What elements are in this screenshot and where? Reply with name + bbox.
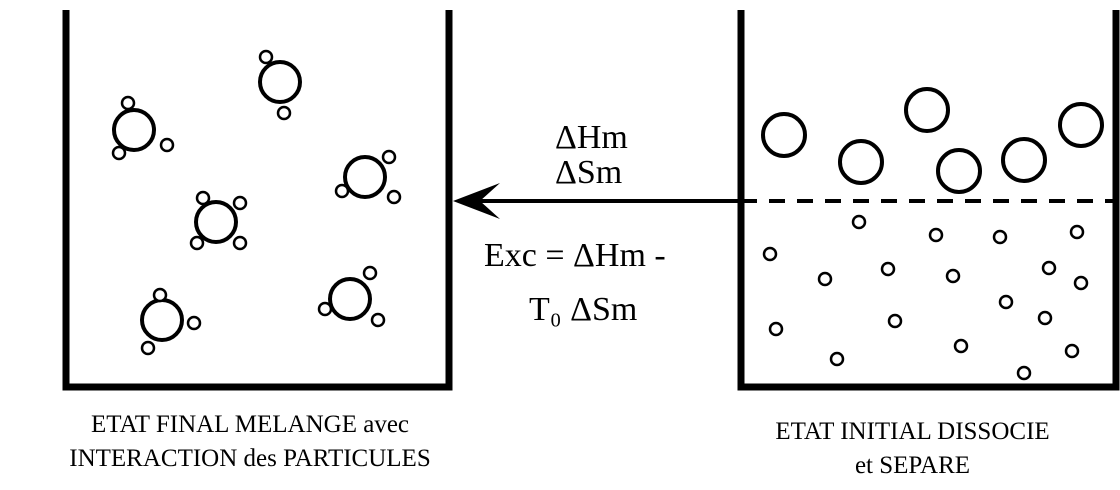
complex-particle [334,149,402,205]
large-particle [761,112,807,158]
small-particle [1069,224,1085,240]
small-particle [945,268,961,284]
complex-particle [189,190,248,251]
small-particle [928,227,944,243]
large-particle [936,148,982,194]
small-particle [992,229,1008,245]
large-particles [761,87,1104,194]
large-particle [1058,102,1104,148]
complex-particles [111,49,402,356]
large-particle [1001,137,1047,183]
right-container-walls [737,10,1120,391]
small-particle [817,271,833,287]
left-container-walls [62,10,453,391]
small-particle [953,338,969,354]
small-particle [1064,343,1080,359]
right-caption-line2: et SEPARE [854,452,971,479]
small-particle [1016,365,1032,381]
small-particle [1037,310,1053,326]
right-caption-line1: ETAT INITIAL DISSOCIE [775,418,1050,445]
complex-particle [258,49,302,121]
large-particle [838,139,884,185]
left-container [62,10,453,391]
arrow-head [453,183,500,219]
left-container-caption: ETAT FINAL MELANGE avec INTERACTION des … [20,408,480,476]
small-particle [768,321,784,337]
small-particle [887,313,903,329]
left-caption-line2: INTERACTION des PARTICULES [69,445,431,472]
small-particle [998,294,1014,310]
entropy-label: ΔSm [555,154,623,191]
complex-particle [317,265,386,328]
small-particle [880,261,896,277]
right-container [737,10,1120,391]
small-particle [762,246,778,262]
left-caption-line1: ETAT FINAL MELANGE avec [90,411,410,438]
process-arrow [453,183,741,219]
small-particle [829,351,845,367]
exergy-equation-line2: T₀ ΔSm [529,291,638,328]
complex-particle [111,95,175,161]
small-particle [851,214,867,230]
enthalpy-label: ΔHm [555,119,628,156]
large-particle [904,87,950,133]
small-particle [1041,260,1057,276]
exergy-equation-line1: Exc = ΔHm - [484,237,666,274]
right-container-caption: ETAT INITIAL DISSOCIE et SEPARE [705,415,1120,483]
small-particle [1073,275,1089,291]
complex-particle [140,287,202,356]
small-particles [762,214,1089,381]
